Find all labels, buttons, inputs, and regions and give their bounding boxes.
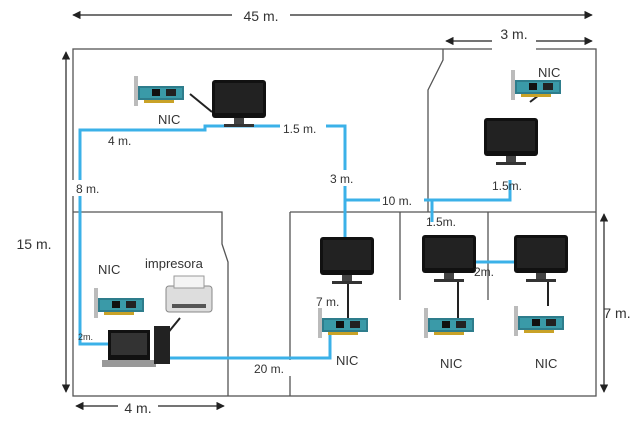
printer-label: impresora [145,256,204,271]
nic-label-room1: NIC [336,353,358,368]
nic-label-bottomleft: NIC [98,262,120,277]
computer-monitor-topright [484,118,538,165]
dim-bottom-left-width: 4 m. [124,400,151,416]
nic-card-room3 [514,306,564,336]
dim-right-width: 3 m. [500,26,527,42]
nic-card-bottomleft [94,288,144,318]
computer-monitor-room1 [320,237,374,284]
segment-label-backgrounds [72,120,424,376]
segment-10m: 10 m. [382,194,412,208]
dim-right-height: 7 m. [603,305,630,321]
segment-1-5m: 1.5 m. [283,122,316,136]
dim-total-width: 45 m. [243,8,278,24]
dim-total-height: 15 m. [16,236,51,252]
nic-card-topleft [134,76,184,106]
segment-2m-small: 2m. [78,332,93,342]
nic-label-topright: NIC [538,65,560,80]
nic-card-room1 [318,308,368,338]
computer-monitor-room2 [422,235,476,282]
nic-label-topleft: NIC [158,112,180,127]
segment-1-5m-right: 1.5m. [492,179,522,193]
segment-2m: 2m. [474,265,494,279]
desktop-computer-icon [102,326,170,367]
segment-4m: 4 m. [108,134,131,148]
segment-1-5m-room: 1.5m. [426,215,456,229]
segment-20m: 20 m. [254,362,284,376]
nic-card-room2 [424,308,474,338]
nic-label-room2: NIC [440,356,462,371]
segment-8m: 8 m. [76,182,99,196]
computer-monitor-topleft [212,80,266,127]
segment-7m: 7 m. [316,295,339,309]
computer-monitor-room3 [514,235,568,282]
segment-3m: 3 m. [330,172,353,186]
nic-label-room3: NIC [535,356,557,371]
printer-icon [165,275,213,313]
